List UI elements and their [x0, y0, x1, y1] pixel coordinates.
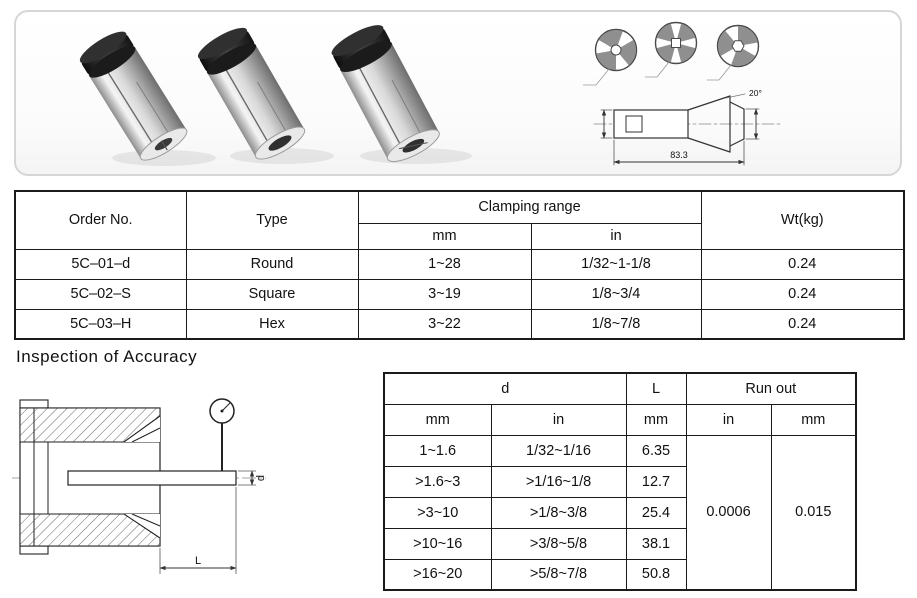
cell-d-mm: >10~16 — [383, 527, 492, 560]
table-row: >16~20 >5/8~7/8 50.8 — [383, 558, 856, 591]
header-d-in: in — [490, 403, 627, 436]
header-type: Type — [185, 190, 359, 250]
header-clamping-range: Clamping range — [357, 190, 702, 224]
cell-range-in: 1/8~7/8 — [530, 308, 702, 340]
dim-l-label: L — [195, 555, 201, 567]
cell-l-mm: 50.8 — [625, 558, 687, 591]
header-l-mm: mm — [625, 403, 687, 436]
table-row: 5C–02–S Square 3~19 1/8~3/4 0.24 — [14, 278, 905, 310]
table-row: >3~10 >1/8~3/8 25.4 — [383, 496, 856, 529]
dial-indicator — [209, 398, 235, 471]
cell-d-in: 1/32~1/16 — [490, 434, 627, 467]
product-panel: 83.3 20° — [14, 10, 902, 176]
dim-angle-label: 20° — [749, 88, 762, 98]
cell-d-mm: >3~10 — [383, 496, 492, 529]
collet-photo-hex — [331, 25, 440, 163]
cell-type: Round — [185, 248, 359, 280]
collet-photo-square — [197, 27, 306, 160]
header-runout-mm: mm — [770, 403, 857, 436]
dim-d-label: d — [255, 475, 267, 481]
cell-runout-mm: 0.015 — [770, 434, 857, 591]
cell-range-mm: 1~28 — [357, 248, 532, 280]
inspection-drawing: L d — [12, 398, 267, 574]
cell-order-no: 5C–01–d — [14, 248, 187, 280]
dimension-l: L — [159, 487, 237, 574]
cell-wt: 0.24 — [700, 308, 905, 340]
table-row: 5C–01–d Round 1~28 1/32~1-1/8 0.24 — [14, 248, 905, 280]
table-row: 1~1.6 1/32~1/16 6.35 0.0006 0.015 — [383, 434, 857, 591]
cell-d-in: >1/16~1/8 — [490, 465, 627, 498]
dimension-d: d — [238, 470, 267, 486]
collet-photo-round — [79, 31, 188, 161]
end-view-round-drawing — [583, 28, 638, 86]
header-wt: Wt(kg) — [700, 190, 905, 250]
cell-runout-in: 0.0006 — [685, 434, 772, 591]
order-table: Order No. Type Clamping range Wt(kg) mm … — [14, 190, 905, 340]
cell-order-no: 5C–02–S — [14, 278, 187, 310]
dim-length-label: 83.3 — [670, 150, 688, 160]
cell-d-in: >3/8~5/8 — [490, 527, 627, 560]
cell-range-mm: 3~22 — [357, 308, 532, 340]
table-row: 5C–03–H Hex 3~22 1/8~7/8 0.24 — [14, 308, 905, 340]
cell-type: Square — [185, 278, 359, 310]
cell-d-mm: >16~20 — [383, 558, 492, 591]
cell-wt: 0.24 — [700, 248, 905, 280]
cell-range-in: 1/8~3/4 — [530, 278, 702, 310]
header-d: d — [383, 372, 627, 405]
header-order-no: Order No. — [14, 190, 187, 250]
cell-type: Hex — [185, 308, 359, 340]
end-view-hex-drawing — [707, 24, 760, 81]
cell-range-in: 1/32~1-1/8 — [530, 248, 702, 280]
end-view-square-drawing — [645, 21, 698, 78]
test-bar — [67, 470, 237, 486]
cell-d-in: >1/8~3/8 — [490, 496, 627, 529]
cell-l-mm: 12.7 — [625, 465, 687, 498]
cell-l-mm: 25.4 — [625, 496, 687, 529]
cell-d-mm: >1.6~3 — [383, 465, 492, 498]
cell-l-mm: 6.35 — [625, 434, 687, 467]
header-l: L — [625, 372, 687, 405]
cell-l-mm: 38.1 — [625, 527, 687, 560]
header-run-out: Run out — [685, 372, 857, 405]
header-d-mm: mm — [383, 403, 492, 436]
cell-order-no: 5C–03–H — [14, 308, 187, 340]
product-panel-graphics: 83.3 20° — [79, 21, 783, 166]
side-view-drawing: 83.3 20° — [593, 88, 783, 166]
cell-wt: 0.24 — [700, 278, 905, 310]
section-title: Inspection of Accuracy — [16, 347, 198, 366]
header-range-mm: mm — [357, 222, 532, 250]
table-row: >1.6~3 >1/16~1/8 12.7 — [383, 465, 856, 498]
header-runout-in: in — [685, 403, 772, 436]
cell-range-mm: 3~19 — [357, 278, 532, 310]
cell-d-in: >5/8~7/8 — [490, 558, 627, 591]
cell-d-mm: 1~1.6 — [383, 434, 492, 467]
accuracy-table: d L Run out mm in mm in mm 1~1.6 1/32~1/… — [383, 372, 858, 591]
header-range-in: in — [530, 222, 702, 250]
